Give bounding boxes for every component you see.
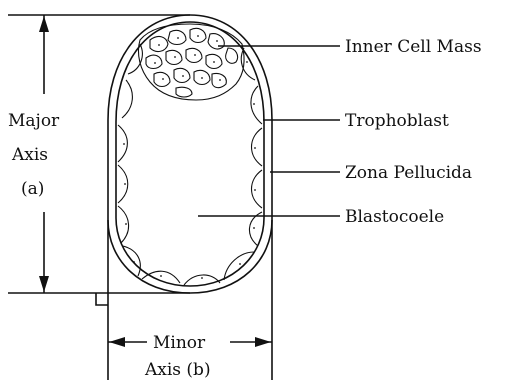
trophoblast-cells <box>118 44 262 285</box>
right-angle-marker <box>96 293 108 305</box>
minor-axis-arrow-left <box>109 337 125 347</box>
label-major-axis-line1: Major <box>8 111 60 131</box>
major-axis-arrow-bottom <box>39 276 49 292</box>
label-zona-pellucida: Zona Pellucida <box>345 163 472 183</box>
major-axis-arrow-top <box>39 16 49 32</box>
label-major-axis-line2: Axis <box>11 145 48 165</box>
label-major-axis-line3: (a) <box>21 179 44 199</box>
minor-axis-arrow-right <box>255 337 271 347</box>
label-inner-cell-mass: Inner Cell Mass <box>345 37 482 57</box>
label-minor-axis-line1: Minor <box>153 333 206 353</box>
label-minor-axis-line2: Axis (b) <box>144 360 211 380</box>
label-blastocoele: Blastocoele <box>345 207 444 227</box>
label-trophoblast: Trophoblast <box>345 111 449 131</box>
